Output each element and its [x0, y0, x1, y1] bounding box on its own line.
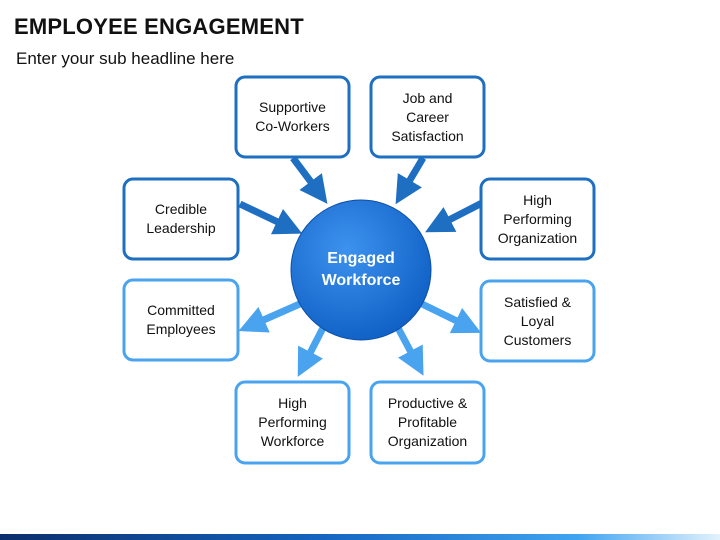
node-satisfied-customers — [479, 279, 596, 363]
node-committed-employees — [122, 278, 240, 362]
arrow-center-to-customers — [418, 299, 482, 334]
node-productive-profitable-org — [369, 380, 486, 465]
arrow-organization-to-center — [425, 199, 484, 233]
arrow-center-to-workforce — [297, 324, 328, 377]
arrow-center-to-committed — [238, 299, 304, 333]
node-high-performing-workforce — [234, 380, 351, 465]
arrow-center-to-profitable — [393, 324, 424, 376]
node-supportive-coworkers — [234, 75, 351, 159]
arrow-leadership-to-center — [238, 200, 303, 235]
page-subtitle: Enter your sub headline here — [16, 49, 235, 68]
node-high-performing-organization — [479, 177, 596, 261]
arrow-supportive-to-center — [290, 155, 328, 204]
node-credible-leadership — [122, 177, 240, 261]
page-title: EMPLOYEE ENGAGEMENT — [14, 14, 304, 39]
center-circle — [290, 199, 432, 341]
footer-accent-bar — [0, 534, 720, 540]
arrow-career-to-center — [395, 156, 427, 205]
node-job-career-satisfaction — [369, 75, 486, 159]
